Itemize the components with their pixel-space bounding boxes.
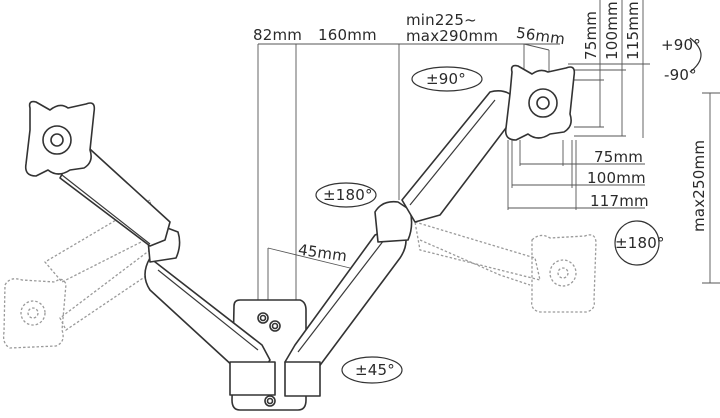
- dim-vesa-h-117mm: 117mm: [590, 192, 649, 210]
- dimension-lines: [257, 0, 720, 300]
- dim-160mm: 160mm: [318, 26, 377, 44]
- ghost-left-arm: [2, 198, 156, 349]
- right-arm: [284, 64, 576, 397]
- rotation-tilt-down: -90°: [664, 66, 697, 84]
- dim-vesa-v-115mm: 115mm: [624, 1, 642, 60]
- rotation-base-swivel: ±45°: [355, 361, 395, 379]
- dim-82mm: 82mm: [253, 26, 303, 44]
- rotation-swivel-head: ±90°: [426, 70, 466, 88]
- left-arm: [24, 100, 276, 396]
- dim-vesa-v-100mm: 100mm: [603, 1, 621, 60]
- ghost-right-arm: [414, 221, 597, 313]
- rotation-arm-right: ±180°: [615, 234, 665, 252]
- dim-reach-max: max290mm: [406, 27, 499, 45]
- rotation-indicators: [315, 37, 702, 384]
- dim-height-max250mm: max250mm: [690, 139, 708, 232]
- dim-reach-min: min225~: [406, 11, 477, 29]
- rotation-tilt-up: +90°: [661, 36, 701, 54]
- dim-vesa-h-100mm: 100mm: [587, 169, 646, 187]
- dim-vesa-v-75mm: 75mm: [582, 10, 600, 60]
- dim-vesa-h-75mm: 75mm: [594, 148, 644, 166]
- rotation-arm-left: ±180°: [323, 186, 373, 204]
